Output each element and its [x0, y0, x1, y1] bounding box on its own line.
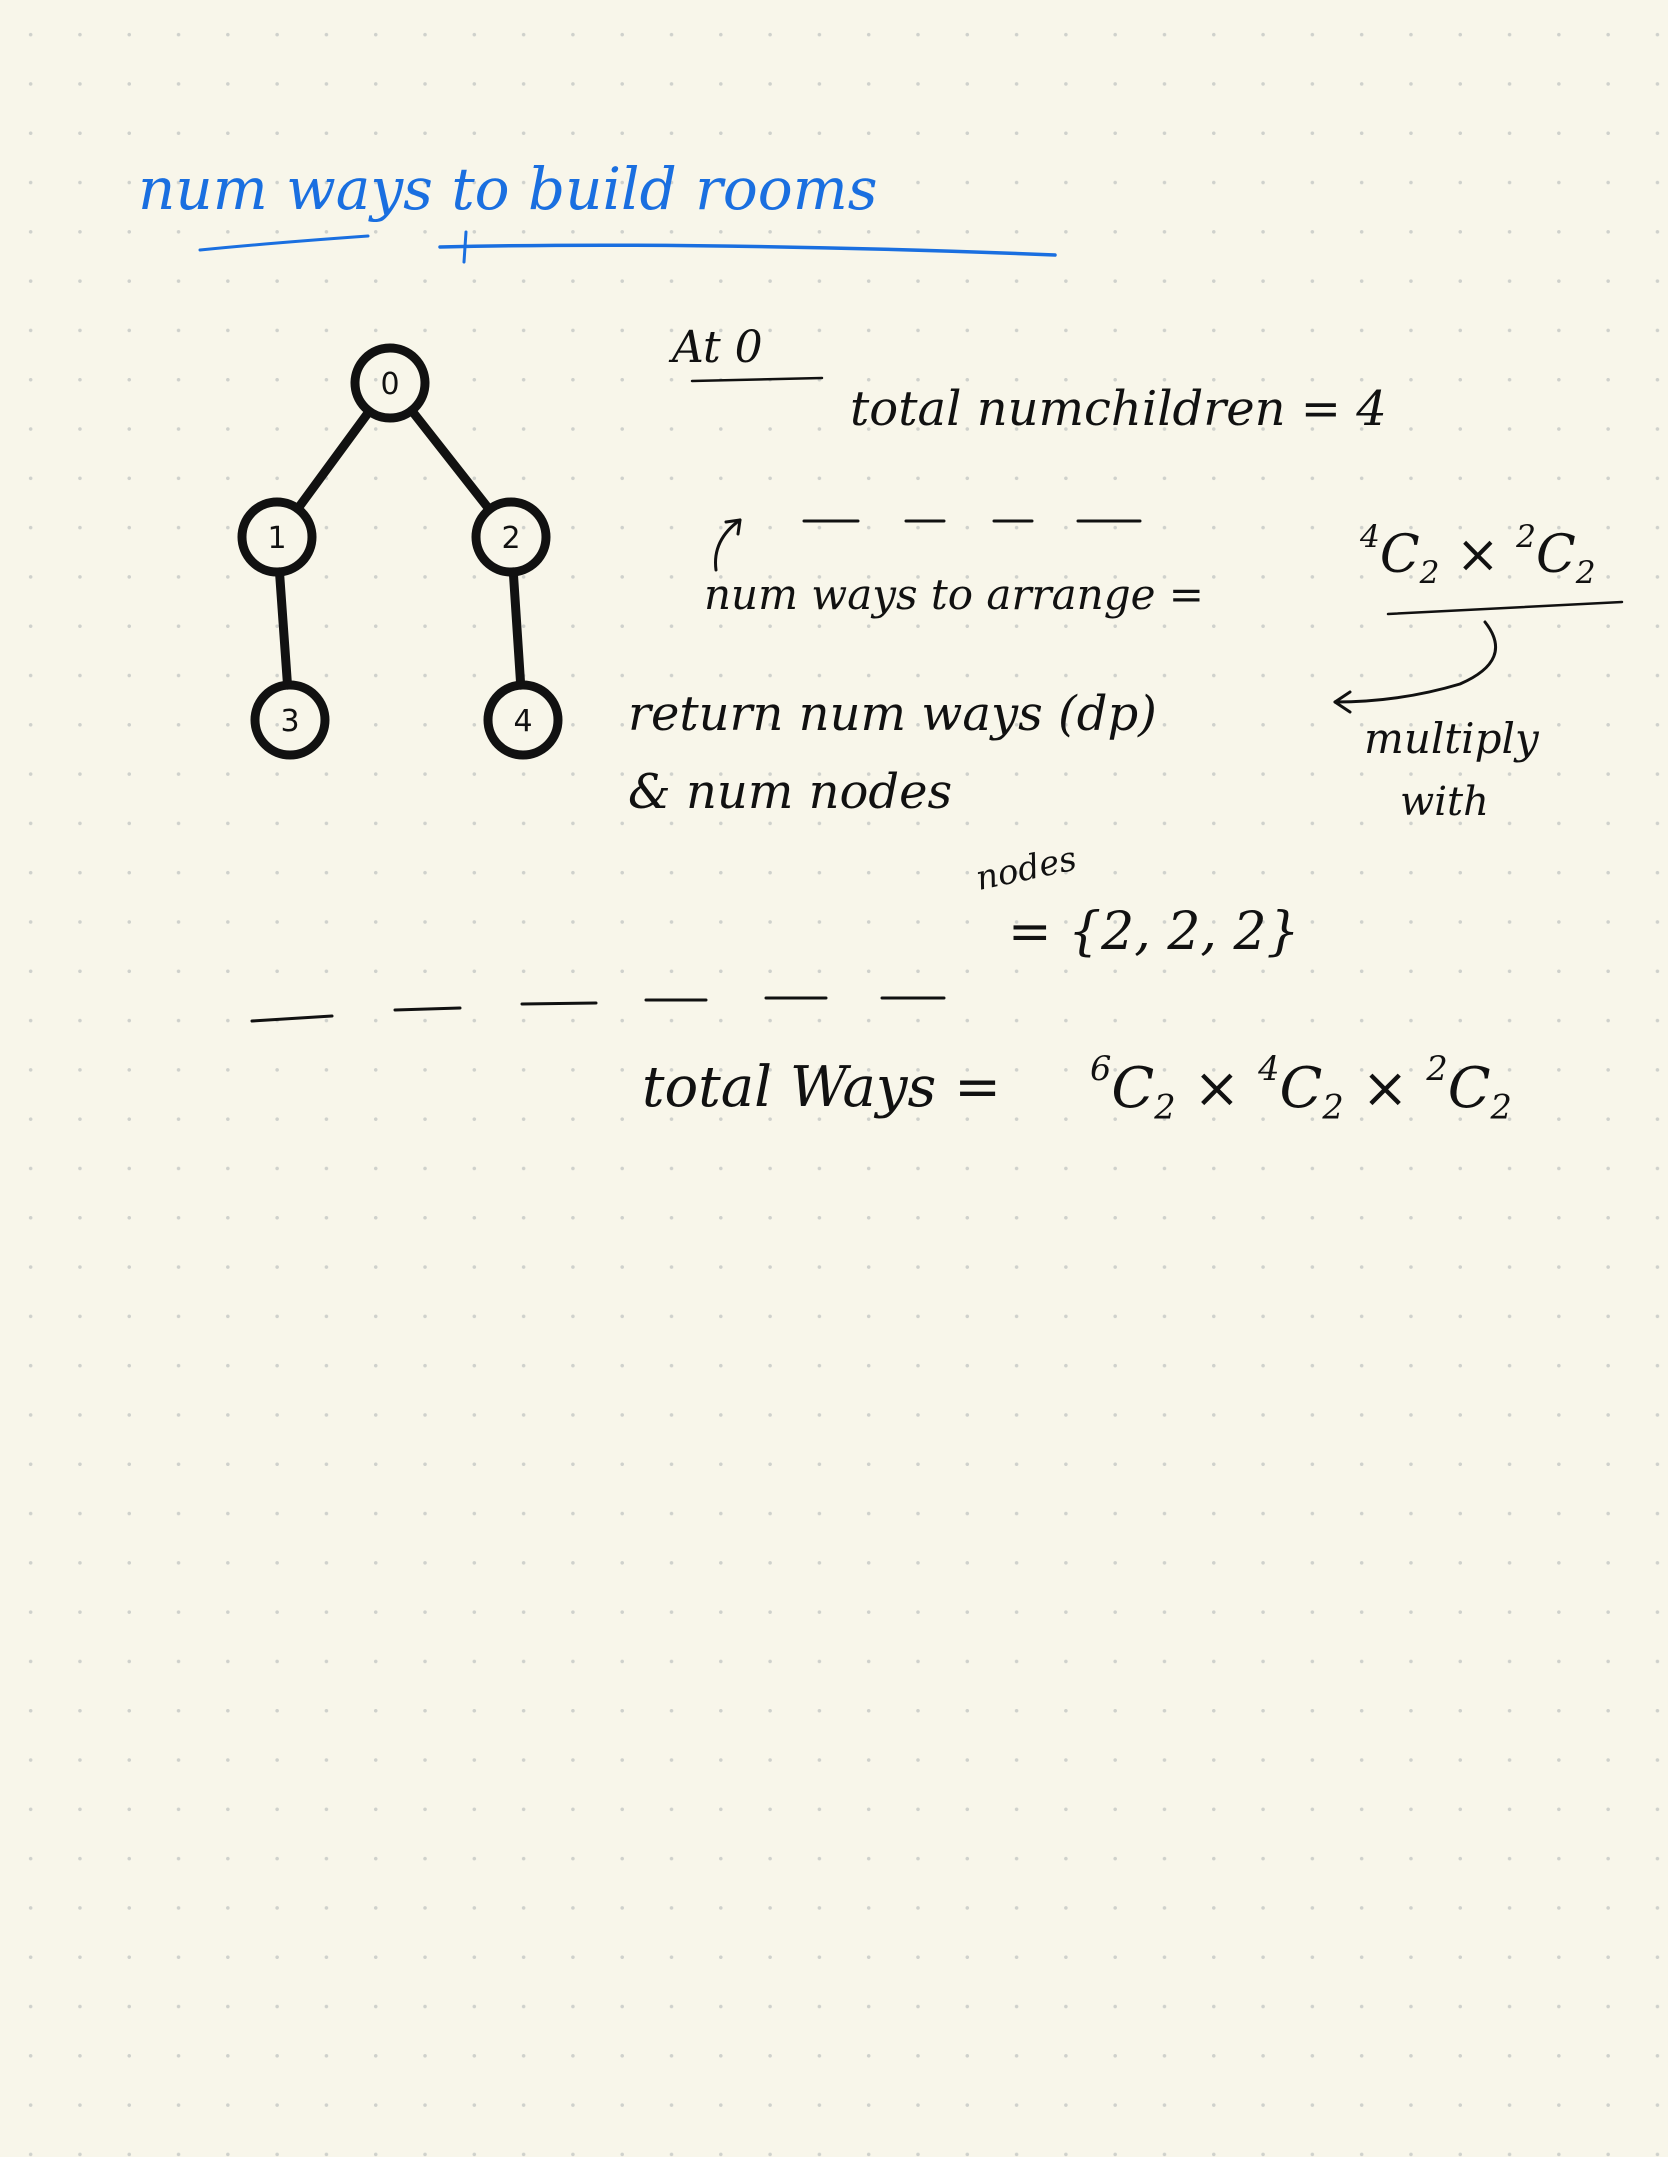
tree-node-4	[483, 680, 563, 760]
nodes-set: = {2, 2, 2}	[1008, 902, 1300, 962]
with-text: with	[1400, 779, 1489, 825]
tree-graph: 0 1 2 3 4	[237, 343, 563, 760]
formula-1-c1-sup: 4	[1360, 519, 1380, 555]
dashed-separator	[250, 996, 946, 1023]
tree-node-label-2: 2	[501, 521, 520, 556]
total-ways-label: total Ways =	[642, 1055, 1001, 1120]
tree-edge-1-3	[274, 567, 293, 690]
formula-2-c3: C	[1447, 1055, 1491, 1121]
formula-2-c2: C	[1279, 1055, 1323, 1121]
multiply-arrow-head	[1333, 690, 1352, 714]
formula-2-times-1: ×	[1193, 1055, 1241, 1121]
formula-2: 6C2 × 4C2 × 2C2	[1090, 1052, 1512, 1124]
tree-node-1	[237, 497, 317, 577]
formula-2-c2-sup: 4	[1258, 1049, 1280, 1088]
formula-1-times: ×	[1456, 524, 1500, 585]
num-ways-label: num ways to arrange =	[704, 570, 1204, 619]
formula-2-c2-sub: 2	[1322, 1087, 1344, 1127]
tree-node-label-4: 4	[513, 704, 532, 739]
formula-1-c1-sub: 2	[1419, 554, 1440, 591]
curved-arrow-head	[724, 518, 742, 536]
title-underline-long	[438, 243, 1057, 257]
multiply-arrow	[1333, 620, 1497, 704]
tree-node-3	[250, 680, 330, 760]
formula-1-underline	[1386, 600, 1624, 616]
tree-node-label-0: 0	[380, 367, 399, 402]
tree-node-label-1: 1	[267, 521, 286, 556]
formula-1: 4C2 × 2C2	[1360, 519, 1596, 591]
at-heading-underline	[690, 376, 824, 383]
at-heading: At 0	[672, 322, 763, 373]
total-children-text: total numchildren = 4	[850, 381, 1387, 437]
return-line-2: & num nodes	[628, 764, 953, 820]
formula-1-c2-sub: 2	[1575, 554, 1596, 591]
multiply-text: multiply	[1364, 714, 1539, 763]
formula-1-c2-sup: 2	[1516, 519, 1536, 555]
formula-2-c3-sub: 2	[1490, 1087, 1512, 1127]
tree-node-label-3: 3	[280, 704, 299, 739]
page-title: num ways to build rooms	[138, 155, 878, 223]
formula-2-c1-sup: 6	[1090, 1049, 1112, 1088]
formula-2-c1-sub: 2	[1154, 1087, 1176, 1127]
title-underline-tick	[462, 230, 468, 264]
formula-1-c1: C	[1379, 524, 1420, 585]
tree-edge-0-2	[407, 406, 494, 514]
tree-edge-2-4	[508, 567, 526, 690]
return-line-1: return num ways (dp)	[628, 686, 1157, 742]
formula-2-c3-sup: 2	[1426, 1049, 1448, 1088]
tree-node-2	[471, 497, 551, 577]
title-underline-short	[198, 234, 370, 252]
formula-2-times-2: ×	[1361, 1055, 1409, 1121]
formula-1-c2: C	[1535, 524, 1576, 585]
tree-node-0	[350, 343, 430, 423]
curved-arrow	[714, 518, 742, 572]
tree-edge-0-1	[293, 406, 374, 514]
formula-2-c1: C	[1111, 1055, 1155, 1121]
